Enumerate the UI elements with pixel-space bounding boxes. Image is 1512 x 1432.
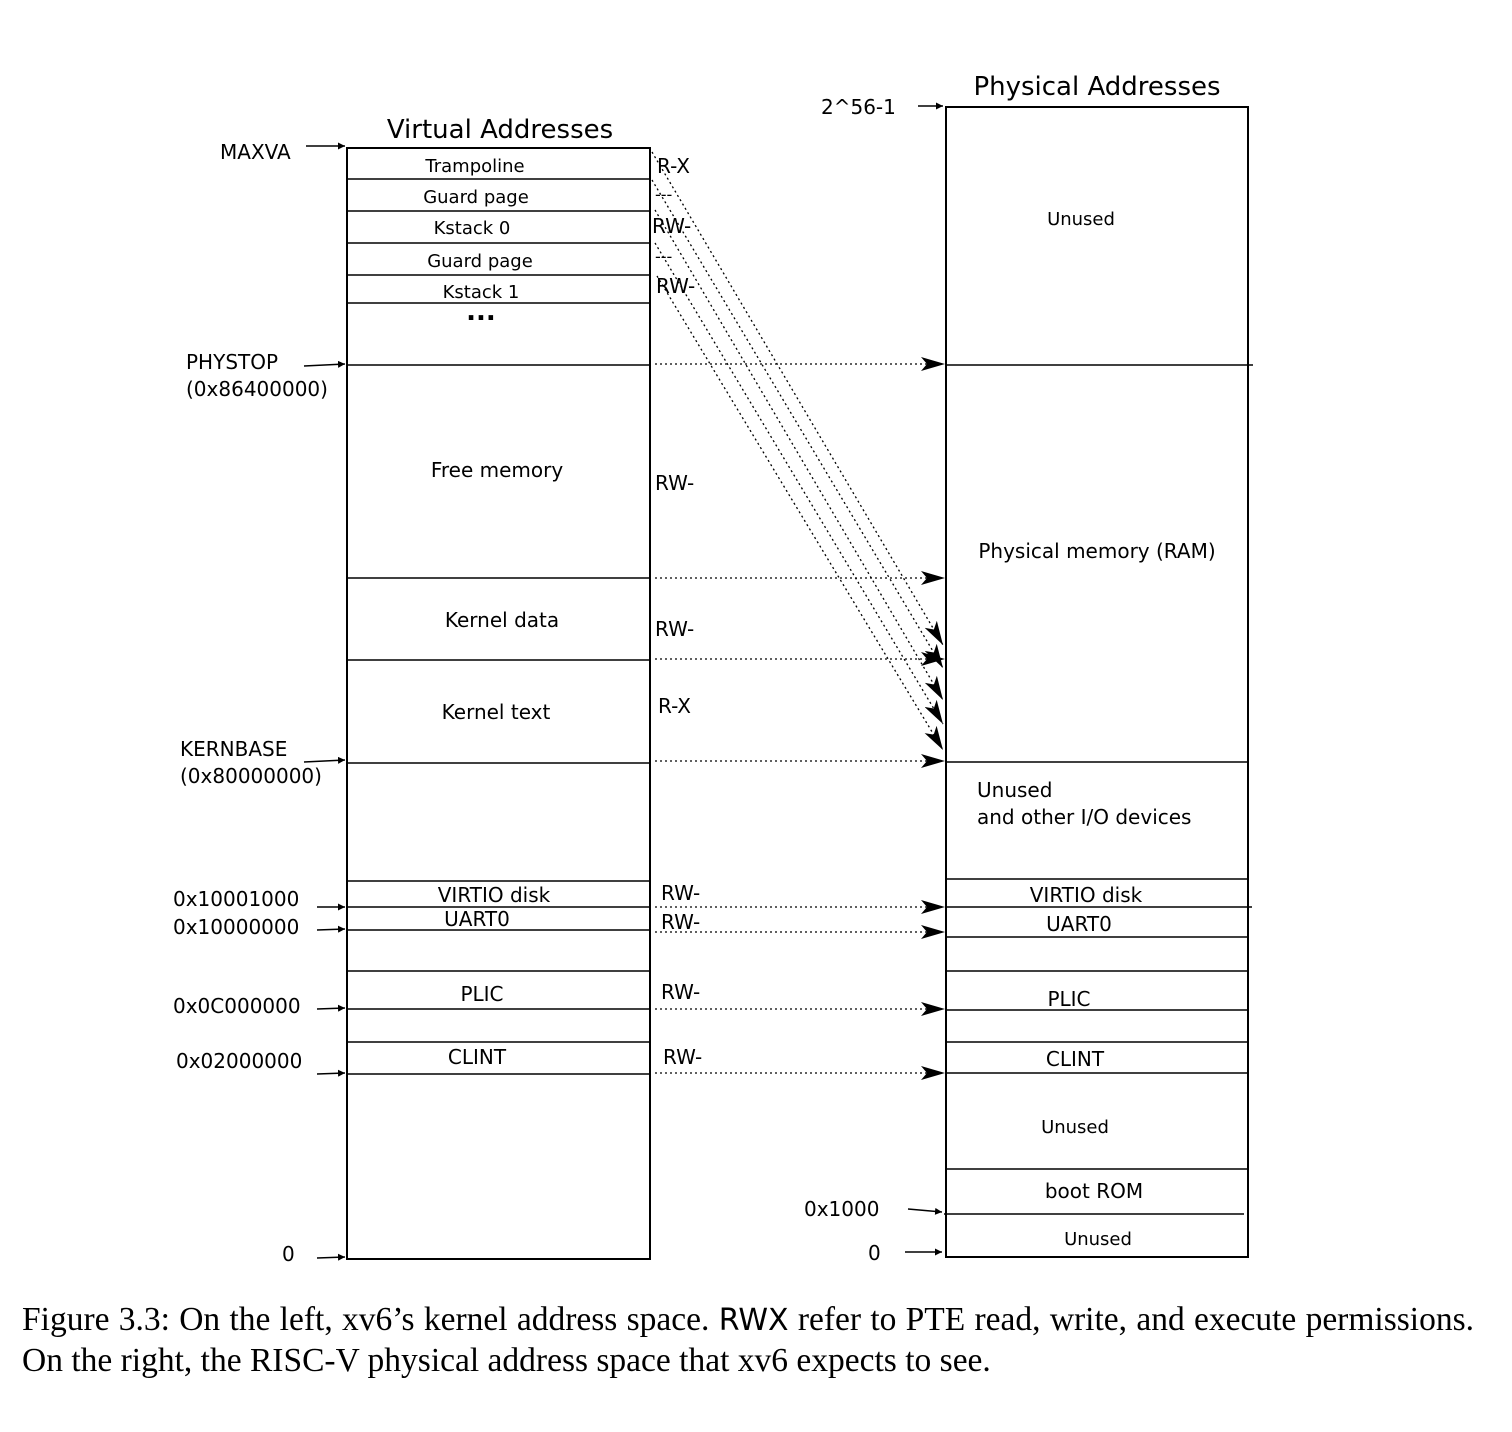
region-guard-page-1: Guard page [427, 251, 533, 272]
map-kstack-0-a [651, 179, 944, 669]
phys-region-ram: Physical memory (RAM) [978, 539, 1215, 563]
perm-guard-page-0: --- [655, 185, 672, 204]
addr-zero-virtual: 0 [282, 1242, 295, 1266]
perm-kstack-0: RW- [652, 214, 691, 238]
virtual-pointer-arrows [303, 142, 346, 1261]
phys-region-virtio-disk: VIRTIO disk [1030, 883, 1143, 907]
region-ellipsis: ... [466, 297, 496, 327]
physical-box [945, 106, 1249, 1258]
phys-region-uart0: UART0 [1046, 912, 1112, 936]
physical-address-column: Physical Addresses Unused Physical memor… [804, 72, 1253, 1265]
figure-caption: Figure 3.3: On the left, xv6’s kernel ad… [22, 1300, 1474, 1381]
perm-kernel-data: RW- [655, 617, 694, 641]
addr-plic: 0x0C000000 [173, 994, 301, 1018]
phys-region-unused-mid: Unused [1041, 1117, 1109, 1138]
map-kstack-0-b [654, 209, 944, 701]
phys-region-clint: CLINT [1046, 1047, 1105, 1071]
phys-addr-max: 2^56-1 [821, 95, 896, 119]
addr-kernbase-hex: (0x80000000) [180, 764, 322, 788]
region-clint: CLINT [448, 1045, 507, 1069]
addr-uart: 0x10000000 [173, 915, 299, 939]
perm-trampoline: R-X [657, 154, 690, 178]
region-trampoline: Trampoline [424, 156, 524, 177]
caption-rwx: RWX [718, 1303, 789, 1338]
virtual-address-column: Virtual Addresses Trampoline Guard page … [173, 115, 702, 1266]
region-free-memory: Free memory [431, 458, 564, 482]
physical-title: Physical Addresses [973, 72, 1220, 102]
phys-addr-zero: 0 [868, 1241, 881, 1265]
region-uart0: UART0 [444, 907, 510, 931]
phys-region-io-line2: and other I/O devices [977, 805, 1191, 829]
caption-suffix: refer to PTE read, write, and execute pe… [22, 1301, 1474, 1379]
phys-region-io-line1: Unused [977, 778, 1052, 802]
physical-dividers [944, 364, 1253, 1215]
address-space-diagram: Virtual Addresses Trampoline Guard page … [173, 72, 1253, 1266]
perm-kernel-text: R-X [658, 694, 691, 718]
map-kstack-1-a [654, 242, 944, 725]
region-virtio-disk: VIRTIO disk [438, 883, 551, 907]
caption-prefix: Figure 3.3: On the left, xv6’s kernel ad… [22, 1301, 710, 1338]
addr-virtio: 0x10001000 [173, 887, 299, 911]
physical-pointer-arrows [905, 102, 943, 1256]
map-trampoline [651, 151, 944, 646]
mapping-arrows [651, 151, 945, 1080]
region-kstack-0: Kstack 0 [434, 218, 511, 239]
phys-region-unused-bottom: Unused [1064, 1229, 1132, 1250]
perm-clint: RW- [663, 1045, 702, 1069]
phys-addr-bootrom: 0x1000 [804, 1197, 879, 1221]
addr-phystop: PHYSTOP [186, 350, 278, 374]
perm-free-memory: RW- [655, 471, 694, 495]
perm-uart0: RW- [661, 910, 700, 934]
virtual-box [346, 147, 651, 1260]
virtual-dividers [347, 178, 650, 1075]
map-kstack-1-b [656, 275, 944, 751]
phys-region-boot-rom: boot ROM [1045, 1179, 1143, 1203]
phys-region-plic: PLIC [1047, 987, 1090, 1011]
region-guard-page-0: Guard page [423, 187, 529, 208]
virtual-title: Virtual Addresses [387, 115, 613, 145]
region-kernel-text: Kernel text [442, 700, 551, 724]
phys-region-unused-top: Unused [1047, 209, 1115, 230]
region-kernel-data: Kernel data [445, 608, 559, 632]
addr-kernbase: KERNBASE [180, 737, 287, 761]
addr-phystop-hex: (0x86400000) [186, 377, 328, 401]
perm-virtio-disk: RW- [661, 881, 700, 905]
addr-maxva: MAXVA [220, 140, 291, 164]
region-plic: PLIC [460, 982, 503, 1006]
addr-clint: 0x02000000 [176, 1049, 302, 1073]
region-kstack-1: Kstack 1 [443, 282, 520, 303]
perm-plic: RW- [661, 980, 700, 1004]
